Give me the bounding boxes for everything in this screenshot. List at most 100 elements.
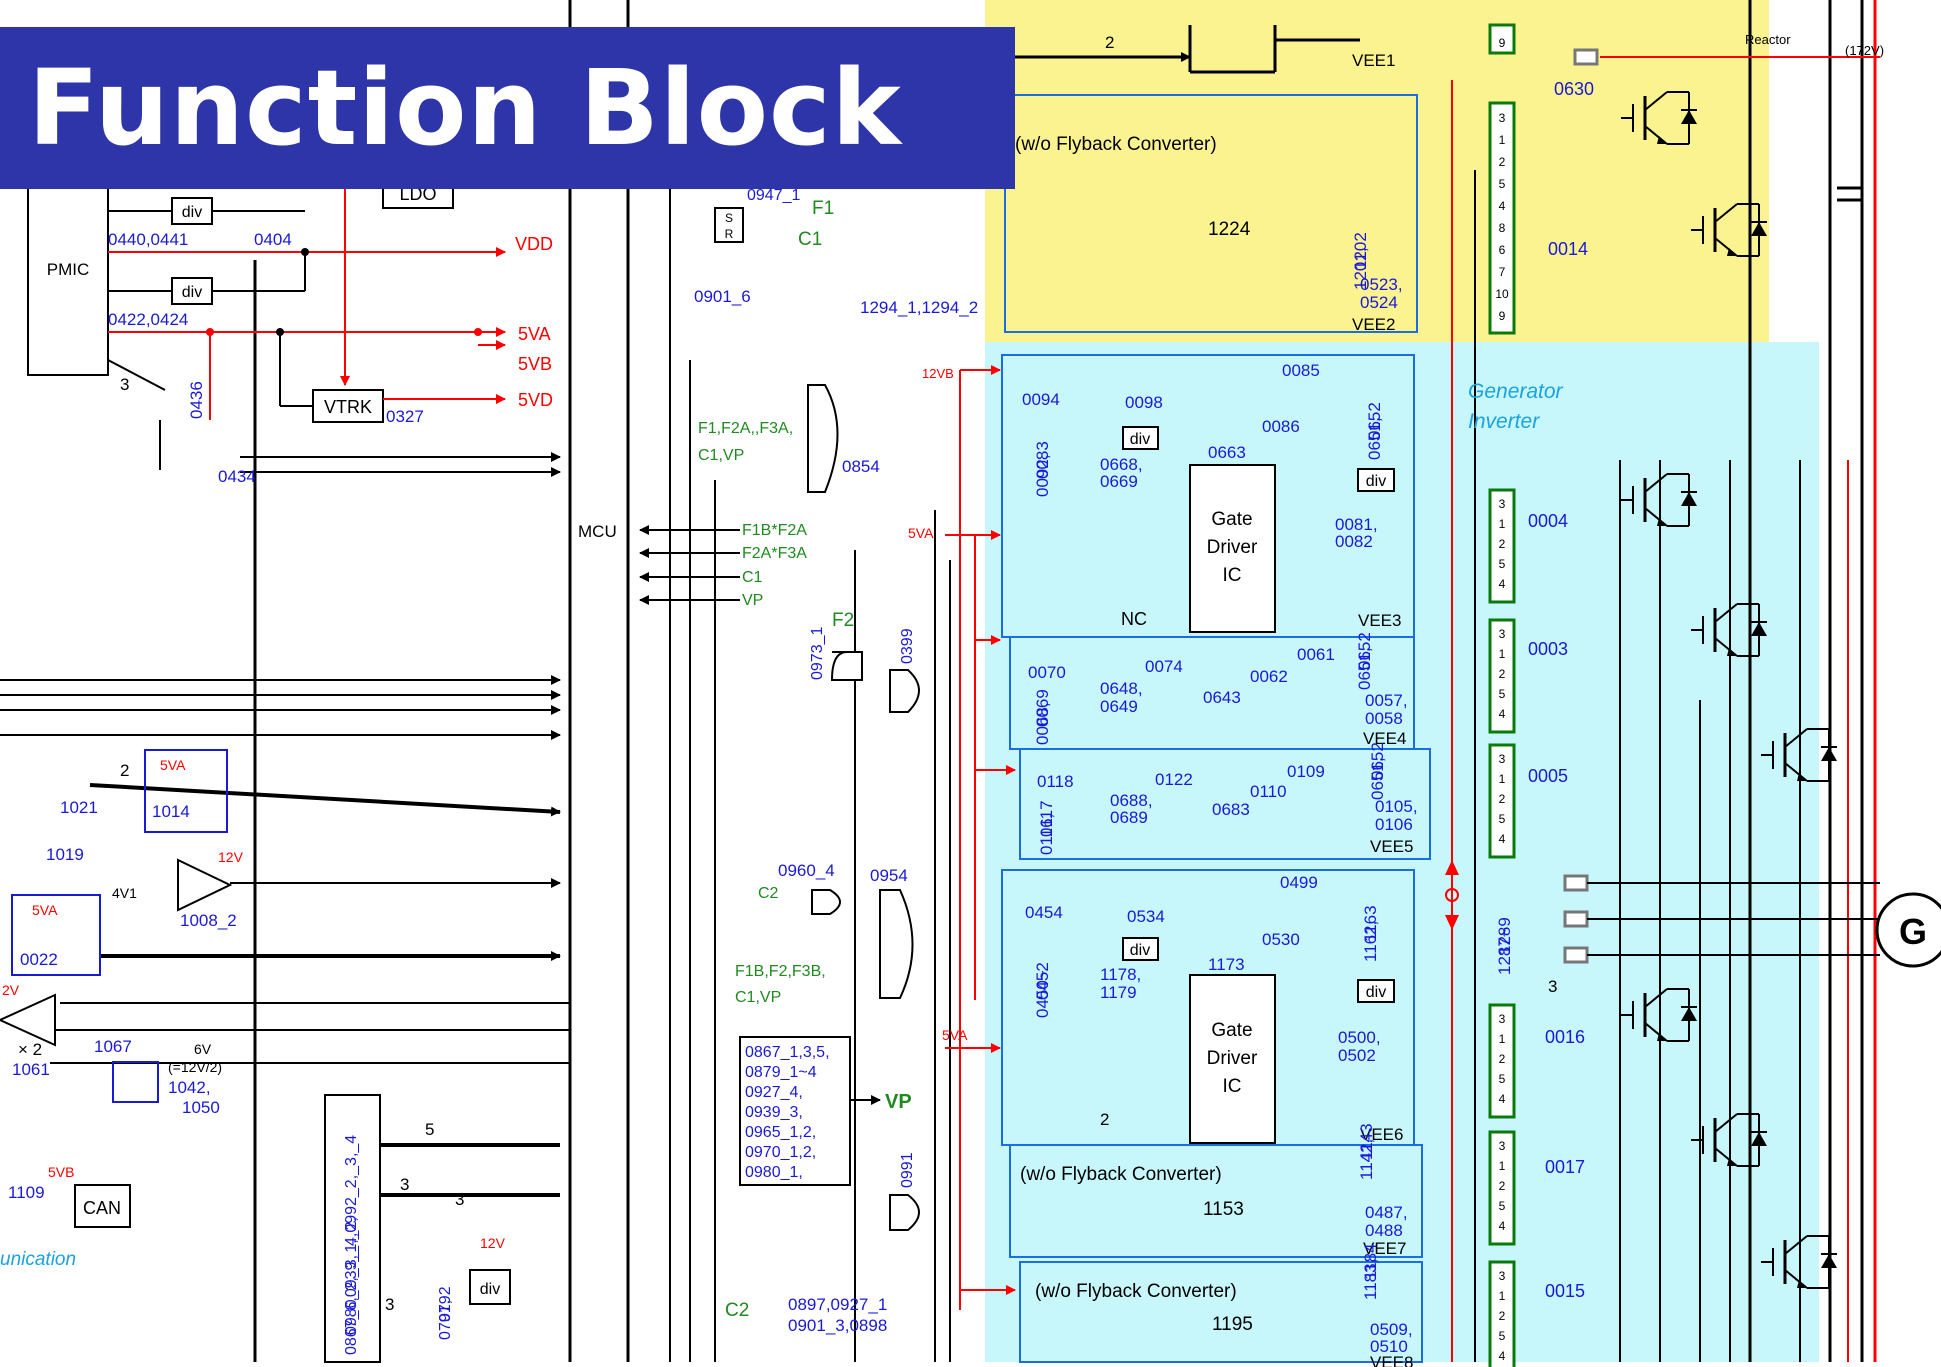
ref-0901-6: 0901_6 xyxy=(694,287,751,306)
pmic-label: PMIC xyxy=(47,260,90,279)
label-1195: 1195 xyxy=(1212,1314,1253,1335)
ref-0683: 0683 xyxy=(1212,800,1250,819)
ref-0648: 0648,0649 xyxy=(1100,679,1143,716)
can-label: CAN xyxy=(83,1198,121,1218)
connector-a-pin: 2 xyxy=(1499,155,1506,169)
ref-0098: 0098 xyxy=(1125,393,1163,412)
bus-count-3c: 3 xyxy=(455,1190,464,1209)
ref-0509-line-1: 0509, xyxy=(1370,1320,1413,1339)
ref-1162-line-2: 1163 xyxy=(1361,905,1380,942)
ref-0327: 0327 xyxy=(386,407,424,426)
ref-0105-line-2: 0106 xyxy=(1375,815,1413,834)
ref-0068: 0068,0069 xyxy=(1033,689,1052,745)
4v1-label: 4V1 xyxy=(112,885,137,901)
connector-b-pin: 2 xyxy=(1499,1179,1506,1193)
ref-0534: 0534 xyxy=(1127,907,1165,926)
ref-0688-line-2: 0689 xyxy=(1110,808,1148,827)
connector-b-pin: 2 xyxy=(1499,792,1506,806)
ref-0450-line-2: 0452 xyxy=(1033,962,1052,1000)
bus-count-3b: 3 xyxy=(400,1175,409,1194)
module-ref-label: 0015 xyxy=(1545,1281,1585,1301)
module-ref-label: 0017 xyxy=(1545,1157,1585,1177)
nand-gate-0854 xyxy=(807,384,839,493)
gate-driver-ic-1 xyxy=(1189,464,1276,633)
ref-1201-line-1: 1201, xyxy=(1351,247,1370,290)
ref-0509-line-2: 0510 xyxy=(1370,1337,1408,1356)
wo-flyback-2: (w/o Flyback Converter) xyxy=(1020,1164,1222,1185)
nand-inputs: F1,F2A,,F3A,C1,VP xyxy=(698,420,793,464)
connector-b-pin: 5 xyxy=(1499,687,1506,701)
top-wires xyxy=(1015,25,1360,74)
ref-0509: 0509,0510 xyxy=(1370,1320,1413,1356)
connector-b-pin: 4 xyxy=(1499,1219,1506,1233)
vee8-label: VEE8 xyxy=(1370,1353,1413,1367)
ref-0651c-line-1: 0651, xyxy=(1368,757,1387,800)
gate-driver-ic-2 xyxy=(1189,974,1276,1144)
ref-0663: 0663 xyxy=(1208,443,1246,462)
ref-0523-line-2: 0524 xyxy=(1360,293,1398,312)
ref-1183: 1183,1184 xyxy=(1361,1243,1380,1300)
gate-driver-2-line-2: Driver xyxy=(1207,1048,1258,1069)
ref-0791-line-1: 0791, xyxy=(437,1300,454,1340)
module-ref-label: 0004 xyxy=(1528,511,1568,531)
connector-a-pin: 9 xyxy=(1499,309,1506,323)
ref-0688-line-1: 0688, xyxy=(1110,791,1153,810)
div-block-2 xyxy=(171,277,213,305)
gate-driver-2-line-1: Gate xyxy=(1211,1020,1252,1041)
nor-gate-0954 xyxy=(879,889,914,999)
ref-1050: 1050 xyxy=(182,1098,220,1117)
connector-a-pin: 5 xyxy=(1499,177,1506,191)
connector-b-pin: 1 xyxy=(1499,1159,1506,1173)
ldo-label: LDO xyxy=(399,184,436,204)
ref-0450: 0450~0452 xyxy=(1033,962,1052,1018)
ref-0116-line-2: 0117 xyxy=(1037,800,1056,837)
connector-b xyxy=(1488,488,1516,604)
left-signal-wires xyxy=(0,452,570,1064)
nand-inputs-line-2: C1,VP xyxy=(698,447,744,464)
bus-count-2b: 2 xyxy=(1100,1110,1109,1129)
ref-0523-line-1: 0523, xyxy=(1360,275,1403,294)
driver-power-feeds xyxy=(945,56,1880,1362)
ref-1021: 1021 xyxy=(60,798,98,817)
connector-b-pin: 5 xyxy=(1499,1072,1506,1086)
5va-driver-2: 5VA xyxy=(942,1027,968,1043)
voltage-label: (172V) xyxy=(1845,43,1884,58)
ref-0404: 0404 xyxy=(254,230,292,249)
vee3-label: VEE3 xyxy=(1358,611,1401,630)
ref-0068-line-1: 0068, xyxy=(1033,702,1052,745)
ref-0057-line-1: 0057, xyxy=(1365,691,1408,710)
driver-box-1153 xyxy=(1009,1144,1423,1258)
ref-0022: 0022 xyxy=(20,950,58,969)
5va-label: 5VA xyxy=(518,324,551,344)
ref-0110: 0110 xyxy=(1250,782,1287,801)
module-ref-label: 0014 xyxy=(1548,239,1588,259)
pin-top: 9 xyxy=(1499,36,1506,50)
gate-driver-1-line-3: IC xyxy=(1223,565,1242,586)
ref-0867-mid-line-7: 0980_1, xyxy=(745,1164,803,1181)
div-label-4: div xyxy=(1130,431,1150,448)
left-bus-wires xyxy=(89,783,561,1197)
ref-1178-line-1: 1178, xyxy=(1100,965,1141,984)
connector-a-pin: 3 xyxy=(1499,111,1506,125)
connector-b-pin: 1 xyxy=(1499,1032,1506,1046)
sr-latch xyxy=(714,207,744,243)
ref-0074: 0074 xyxy=(1145,657,1183,676)
ref-0523: 0523,0524 xyxy=(1360,275,1403,312)
ref-0116-line-1: 0116, xyxy=(1037,814,1056,855)
ref-1142: 1142,1143 xyxy=(1357,1123,1376,1180)
ref-0867-mid-line-1: 0867_1,3,5, xyxy=(745,1044,830,1061)
mux-block-0867 xyxy=(324,1094,381,1363)
bus-count-5: 5 xyxy=(425,1120,434,1139)
mcu-f1b: F1B*F2A xyxy=(742,522,807,539)
gate-driver-2-line-3: IC xyxy=(1223,1076,1242,1097)
driver-box-1195 xyxy=(1019,1261,1423,1363)
module-ref-label: 0003 xyxy=(1528,639,1568,659)
vee4-label: VEE4 xyxy=(1363,729,1406,748)
comparator-1008 xyxy=(177,858,233,912)
ref-0122: 0122 xyxy=(1155,770,1193,789)
connector-b-pin: 1 xyxy=(1499,772,1506,786)
sr-r: R xyxy=(725,227,734,241)
ref-0434: 0434 xyxy=(218,467,256,486)
